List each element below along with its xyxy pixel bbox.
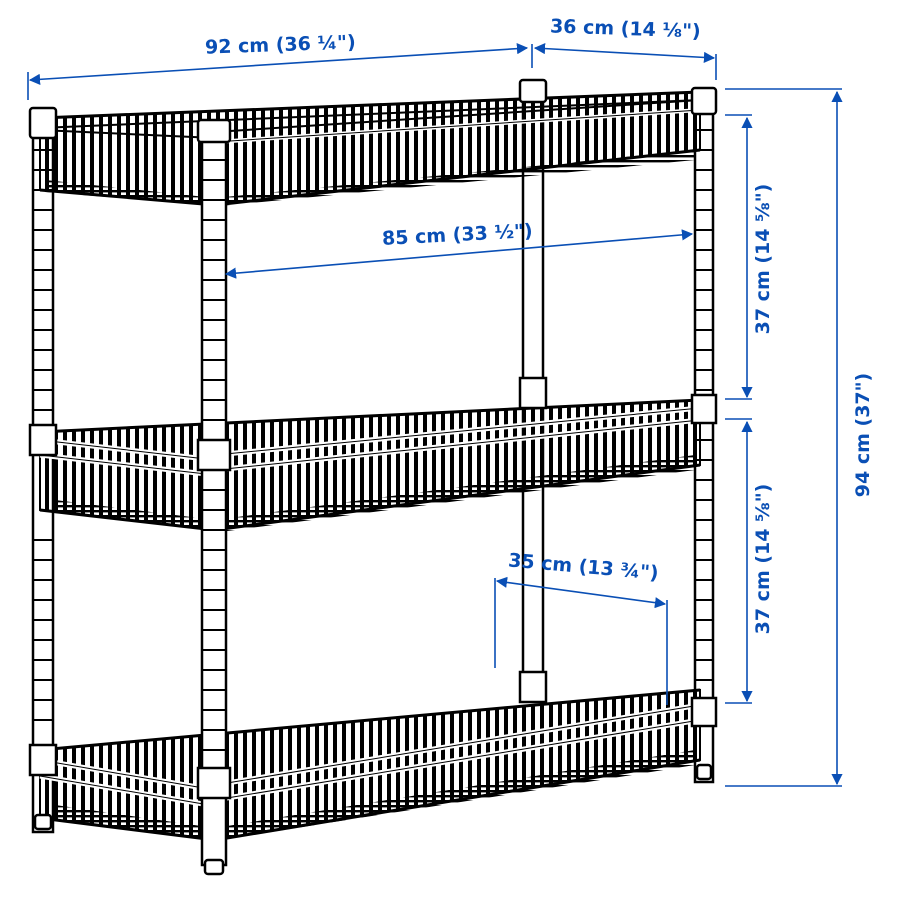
basket-middle xyxy=(39,398,701,532)
basket-top xyxy=(39,90,701,207)
left-post-rings xyxy=(202,159,226,751)
back-left-post-rings xyxy=(33,149,53,721)
tier-spacing-lower-label: 37 cm (14 ⅝") xyxy=(752,483,774,635)
dimension-lines xyxy=(27,42,843,787)
front-left-post xyxy=(196,118,232,876)
tier-spacing-upper-label: 37 cm (14 ⅝") xyxy=(752,183,774,335)
right-post-rings xyxy=(695,129,713,681)
total-height-label: 94 cm (37") xyxy=(852,372,874,498)
basket-bottom xyxy=(39,688,701,842)
post-caps xyxy=(28,78,718,831)
